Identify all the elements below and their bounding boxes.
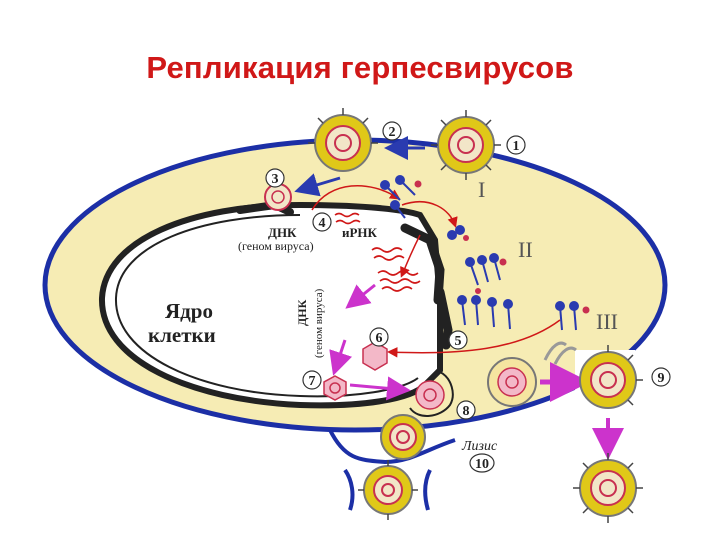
nucleus-label-line2: клетки [148, 323, 216, 347]
step-marker-2: 2 [383, 122, 401, 140]
step-marker-1: 1 [507, 136, 525, 154]
stage-1-label: I [478, 177, 485, 202]
enveloped-virion-cytoplasm [488, 358, 536, 406]
dna-vertical-genome-label: (геном вируса) [313, 288, 325, 358]
dna-label: ДНК [268, 225, 297, 240]
capsid-3 [265, 184, 291, 210]
capsid-7 [324, 376, 346, 400]
mrna-label: иРНК [342, 225, 378, 240]
svg-text:9: 9 [658, 371, 665, 386]
svg-text:4: 4 [319, 216, 326, 231]
step-marker-10: 10 [470, 454, 494, 472]
svg-text:7: 7 [309, 374, 316, 389]
lysis-virion-bottom [358, 460, 418, 520]
svg-text:2: 2 [389, 125, 396, 140]
dna-vertical-label: ДНК [295, 299, 309, 326]
stage-3-label: III [596, 309, 618, 334]
lysis-membrane-left [345, 470, 352, 510]
svg-text:3: 3 [272, 172, 279, 187]
lysis-membrane-right [425, 470, 430, 510]
lysis-virion-top [381, 415, 425, 459]
capsid-8 [416, 381, 444, 409]
nucleus-label-line1: Ядро [165, 299, 213, 323]
released-virion [573, 453, 643, 523]
lysis-label: Лизис [461, 439, 498, 454]
svg-text:5: 5 [455, 334, 462, 349]
step-marker-7: 7 [303, 371, 321, 389]
step-marker-8: 8 [457, 401, 475, 419]
capsid-6 [363, 342, 387, 370]
step-marker-3: 3 [266, 169, 284, 187]
dna-genome-label: (геном вируса) [238, 239, 314, 253]
stage-2-label: II [518, 237, 533, 262]
step-marker-5: 5 [449, 331, 467, 349]
svg-text:6: 6 [376, 331, 383, 346]
svg-text:8: 8 [463, 404, 470, 419]
svg-text:1: 1 [513, 139, 520, 154]
step-marker-6: 6 [370, 328, 388, 346]
step-marker-9: 9 [652, 368, 670, 386]
step-marker-4: 4 [313, 213, 331, 231]
virion-1 [431, 110, 501, 180]
svg-text:10: 10 [475, 457, 489, 472]
